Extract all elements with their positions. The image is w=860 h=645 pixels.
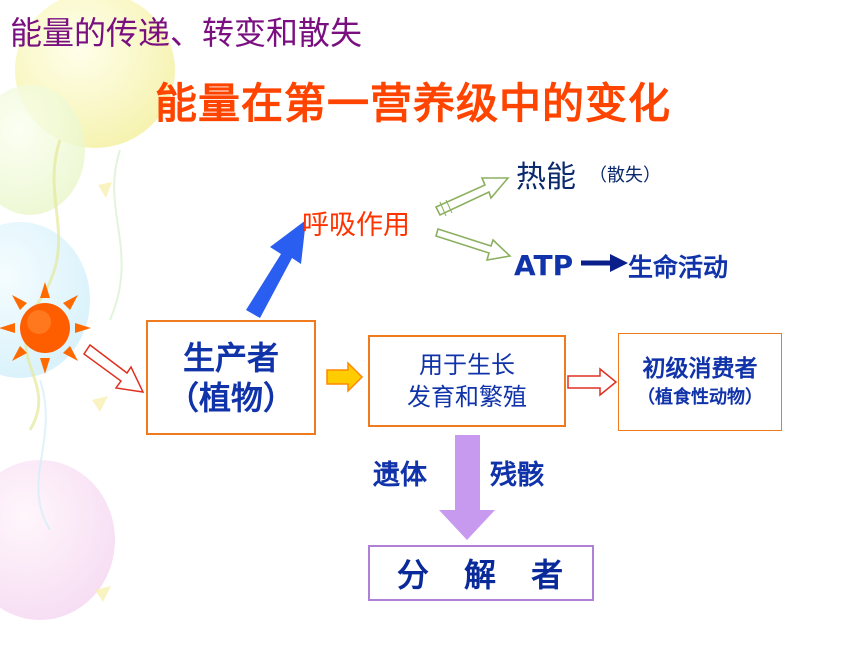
atp-label: ATP xyxy=(514,249,574,282)
producer-to-respiration-arrow xyxy=(246,220,306,318)
main-title: 能量在第一营养级中的变化 xyxy=(155,79,672,128)
heat-note: （散失） xyxy=(589,165,661,186)
residue-label: 残骸 xyxy=(490,460,544,491)
decomposer-label: 分 解 者 xyxy=(396,556,576,594)
producer-to-growth-arrow xyxy=(326,361,364,393)
growth-box: 用于生长 发育和繁殖 xyxy=(368,335,566,427)
primary-consumer-box: 初级消费者 （植食性动物） xyxy=(618,333,782,431)
consumer-label: 初级消费者 xyxy=(642,356,758,382)
respiration-to-heat-arrow xyxy=(434,177,510,217)
growth-to-decomposer-arrow xyxy=(439,435,495,540)
producer-box: 生产者 （植物） xyxy=(146,320,316,435)
producer-label: 生产者 xyxy=(182,338,279,377)
decomposer-box: 分 解 者 xyxy=(368,545,594,601)
growth-to-consumer-arrow xyxy=(567,367,618,397)
slide-title: 能量的传递、转变和散失 xyxy=(10,14,363,52)
producer-sublabel: （植物） xyxy=(166,378,295,417)
remains-label: 遗体 xyxy=(373,460,427,491)
life-activity-label: 生命活动 xyxy=(628,253,729,282)
sun-icon xyxy=(0,282,91,374)
consumer-sublabel: （植食性动物） xyxy=(637,387,763,408)
atp-to-life-arrow xyxy=(610,254,628,272)
growth-label-line2: 发育和繁殖 xyxy=(407,383,527,411)
respiration-label: 呼吸作用 xyxy=(302,210,410,241)
sun-to-producer-arrow xyxy=(82,343,145,393)
growth-label-line1: 用于生长 xyxy=(419,351,515,379)
balloon-decoration xyxy=(0,0,175,620)
heat-label: 热能 xyxy=(516,160,576,195)
respiration-to-atp-arrow xyxy=(435,227,512,262)
